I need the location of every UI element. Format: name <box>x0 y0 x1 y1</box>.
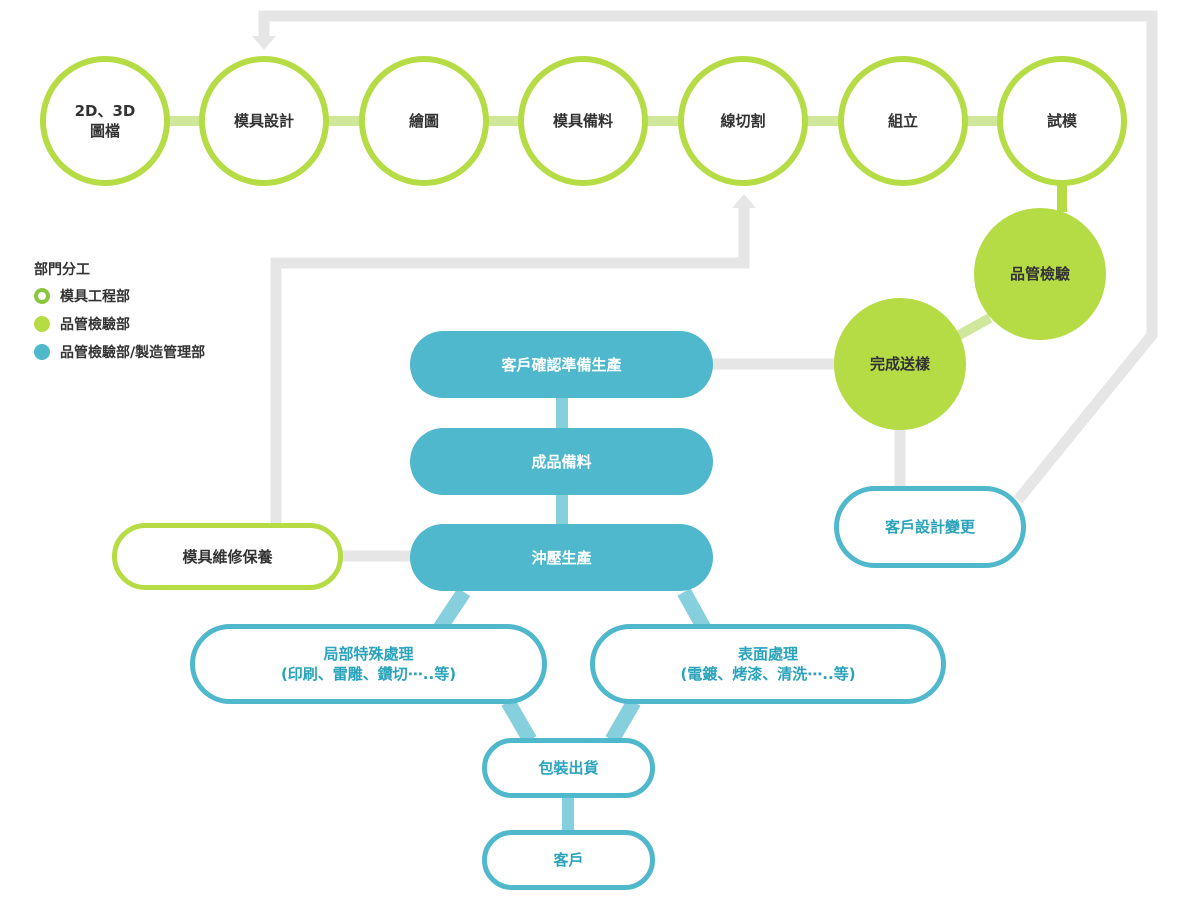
mold-maintenance-label: 模具維修保養 <box>182 547 273 566</box>
stamping-production-label: 沖壓生產 <box>531 548 592 567</box>
step-customer-design-change: 客戶設計變更 <box>834 486 1026 568</box>
step-surface-treatment: 表面處理 (電鍍、烤漆、清洗⋯..等) <box>590 624 946 704</box>
step-mold-materials: 模具備料 <box>518 56 648 186</box>
customer-confirm-label: 客戶確認準備生產 <box>501 355 622 374</box>
surface-treatment-title: 表面處理 <box>737 645 798 663</box>
legend-item-qc: 品管檢驗部 <box>34 310 205 338</box>
step-trial-mold: 試模 <box>997 56 1127 186</box>
step-2d-3d-line2: 圖檔 <box>89 122 120 140</box>
step-mold-materials-label: 模具備料 <box>552 112 613 130</box>
step-2d-3d-line1: 2D、3D <box>74 102 136 120</box>
legend-item-mold-engineering: 模具工程部 <box>34 282 205 310</box>
customer-label: 客戶 <box>553 851 584 869</box>
arrowhead-down-icon <box>252 36 276 50</box>
stamping-to-surface-line <box>677 588 711 632</box>
legend-item-label: 模具工程部 <box>60 289 130 305</box>
step-customer: 客戶 <box>482 830 655 890</box>
legend-item-label: 品管檢驗部 <box>60 317 130 333</box>
legend: 部門分工 模具工程部 品管檢驗部 品管檢驗部/製造管理部 <box>34 258 205 366</box>
arrowhead-up-icon <box>732 194 756 208</box>
step-packing-shipping: 包裝出貨 <box>482 738 655 798</box>
legend-title: 部門分工 <box>34 262 90 278</box>
step-mold-design-label: 模具設計 <box>233 112 294 130</box>
packing-shipping-label: 包裝出貨 <box>538 759 599 777</box>
filled-teal-dot-icon <box>34 344 50 360</box>
step-stamping-production: 沖壓生產 <box>410 524 713 591</box>
product-materials-label: 成品備料 <box>531 452 592 471</box>
filled-green-dot-icon <box>34 316 50 332</box>
step-mold-design: 模具設計 <box>199 56 329 186</box>
step-drawing: 繪圖 <box>359 56 489 186</box>
outline-green-dot-icon <box>34 288 50 304</box>
step-wire-cutting: 線切割 <box>678 56 808 186</box>
qc-inspection-label: 品管檢驗 <box>1009 265 1070 283</box>
customer-design-change-label: 客戶設計變更 <box>884 518 975 536</box>
step-mold-maintenance: 模具維修保養 <box>112 523 343 590</box>
surface-treatment-detail: (電鍍、烤漆、清洗⋯..等) <box>680 665 856 683</box>
local-treatment-detail: (印刷、雷雕、鑽切⋯..等) <box>280 665 457 683</box>
step-assembly: 組立 <box>838 56 968 186</box>
step-qc-inspection: 品管檢驗 <box>974 208 1106 340</box>
legend-item-label: 品管檢驗部/製造管理部 <box>60 345 206 361</box>
step-assembly-label: 組立 <box>887 112 918 130</box>
step-sample-delivery: 完成送樣 <box>834 298 966 430</box>
feedback-arrow-to-design <box>258 10 1158 504</box>
step-local-special-treatment: 局部特殊處理 (印刷、雷雕、鑽切⋯..等) <box>190 624 547 704</box>
stamping-to-local-line <box>433 587 471 633</box>
step-drawing-label: 繪圖 <box>408 112 439 130</box>
sample-delivery-label: 完成送樣 <box>869 355 930 373</box>
surface-to-packing-line <box>605 698 641 744</box>
step-trial-mold-label: 試模 <box>1046 112 1077 130</box>
step-2d-3d-drawings: 2D、3D 圖檔 <box>40 56 170 186</box>
maintenance-to-wire-cut-line <box>270 206 750 525</box>
step-product-materials: 成品備料 <box>410 428 713 495</box>
legend-item-qc-manufacturing: 品管檢驗部/製造管理部 <box>34 338 205 366</box>
local-to-packing-line <box>501 698 537 744</box>
step-customer-confirm-production: 客戶確認準備生產 <box>410 331 713 398</box>
step-wire-cutting-label: 線切割 <box>720 112 766 130</box>
local-treatment-title: 局部特殊處理 <box>323 645 414 663</box>
